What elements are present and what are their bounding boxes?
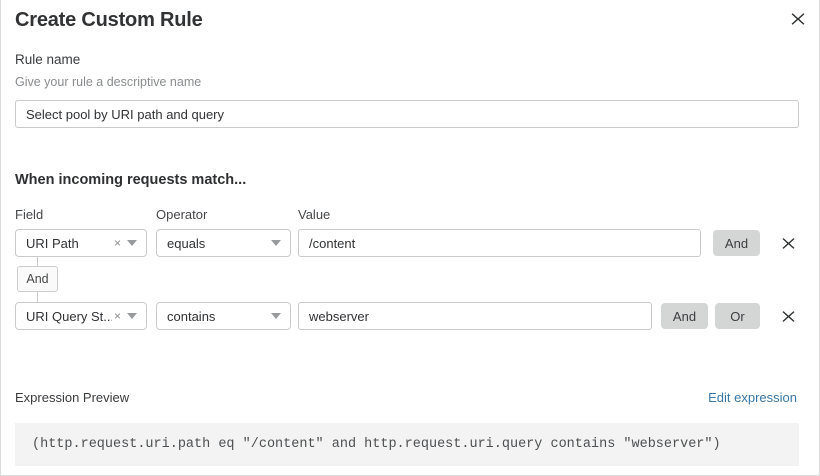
value-input-2[interactable] — [298, 302, 652, 330]
or-button-row-2[interactable]: Or — [715, 303, 760, 329]
delete-condition-button-2[interactable] — [775, 302, 801, 330]
delete-condition-button-1[interactable] — [775, 229, 801, 257]
field-select-1[interactable]: URI Path × — [15, 229, 147, 257]
edit-expression-link[interactable]: Edit expression — [708, 390, 797, 405]
connector-line-bottom — [37, 292, 38, 302]
chevron-down-icon — [127, 313, 137, 319]
connector-line-top — [37, 257, 38, 267]
rule-name-label: Rule name — [15, 52, 81, 67]
and-button-row-2[interactable]: And — [661, 303, 708, 329]
column-header-operator: Operator — [156, 207, 208, 222]
chevron-down-icon — [271, 240, 281, 246]
chevron-down-icon — [127, 240, 137, 246]
operator-select-2[interactable]: contains — [156, 302, 291, 330]
delete-icon — [782, 237, 794, 249]
condition-row: URI Path × equals And — [1, 229, 820, 257]
expression-preview-label: Expression Preview — [15, 390, 130, 405]
field-select-2-value: URI Query St... — [26, 308, 112, 324]
page-title: Create Custom Rule — [15, 9, 203, 31]
clear-icon[interactable]: × — [113, 236, 121, 250]
column-header-value: Value — [298, 207, 331, 222]
rule-name-input[interactable] — [15, 100, 799, 128]
field-select-1-value: URI Path — [26, 235, 79, 251]
connector-logic-chip[interactable]: And — [17, 266, 58, 292]
value-input-1[interactable] — [298, 229, 701, 257]
condition-row: URI Query St... × contains And Or — [1, 302, 820, 330]
close-button[interactable] — [785, 6, 811, 32]
chevron-down-icon — [271, 313, 281, 319]
column-header-field: Field — [15, 207, 44, 222]
expression-preview-code: (http.request.uri.path eq "/content" and… — [15, 423, 799, 466]
clear-icon[interactable]: × — [113, 309, 121, 323]
close-icon — [791, 13, 805, 25]
operator-select-1[interactable]: equals — [156, 229, 291, 257]
match-section-heading: When incoming requests match... — [15, 172, 247, 188]
operator-select-2-value: contains — [167, 308, 216, 324]
delete-icon — [782, 310, 794, 322]
field-select-2[interactable]: URI Query St... × — [15, 302, 147, 330]
and-button-row-1[interactable]: And — [713, 230, 760, 256]
operator-select-1-value: equals — [167, 235, 206, 251]
rule-name-help-text: Give your rule a descriptive name — [15, 75, 202, 89]
